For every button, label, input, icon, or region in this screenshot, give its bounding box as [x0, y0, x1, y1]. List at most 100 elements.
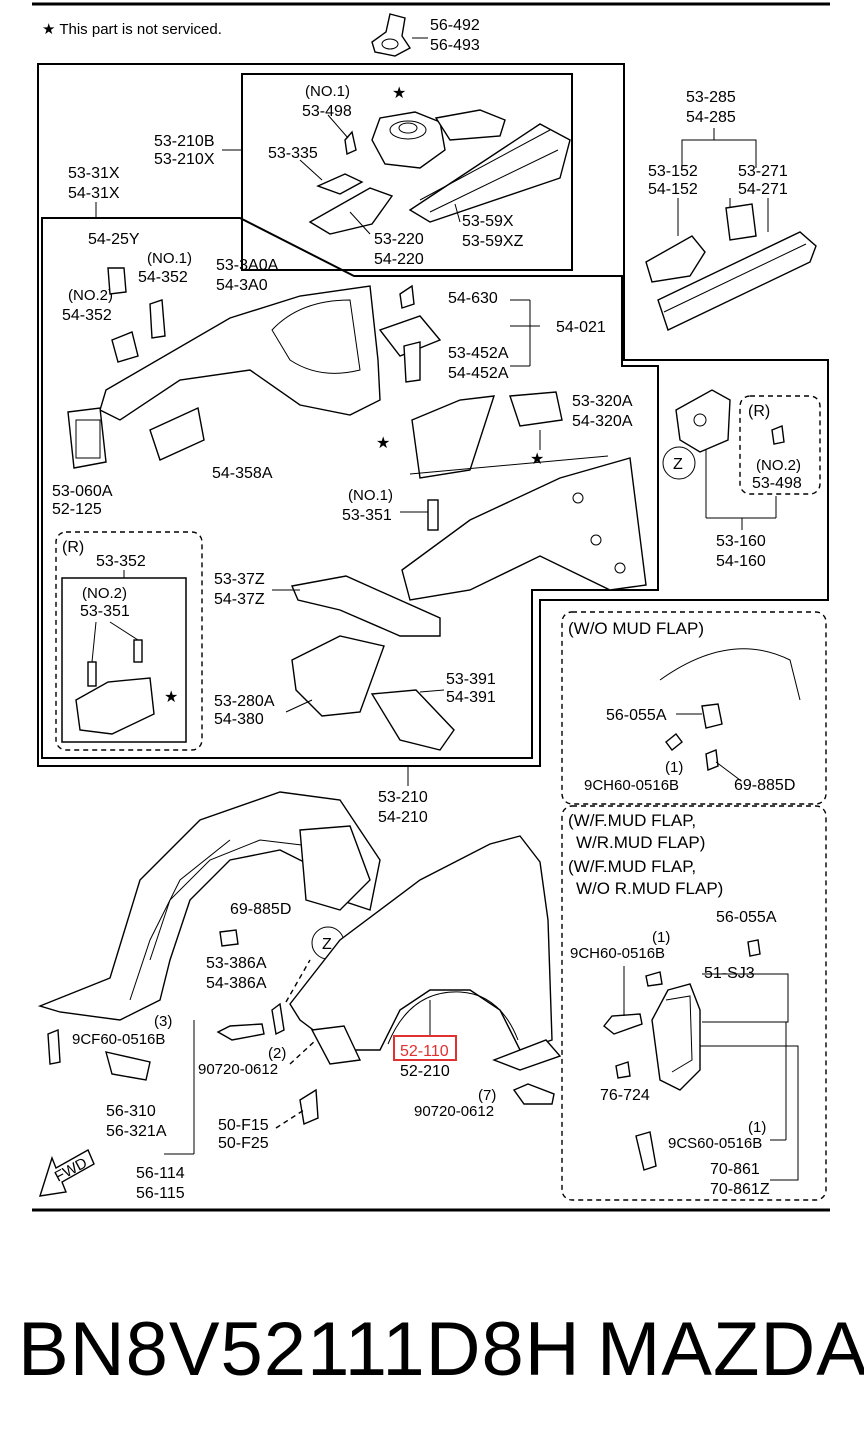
label-53-452a: 53-452A [448, 345, 509, 362]
label-50-f25: 50-F25 [218, 1135, 269, 1152]
label-54-380: 54-380 [214, 711, 264, 728]
label-54-021: 54-021 [556, 319, 606, 336]
label-53-498-b: 53-498 [752, 475, 802, 492]
label-wor-mud-2: W/O R.MUD FLAP) [576, 879, 723, 898]
strut-tower-drawing [299, 109, 571, 235]
label-z-a: Z [673, 456, 683, 473]
label-69-885d-b: 69-885D [230, 901, 291, 918]
r-bracket-drawing [75, 621, 155, 735]
label-53-210b: 53-210B [154, 133, 215, 150]
label-53-351-a: 53-351 [342, 507, 392, 524]
label-no1-c: (NO.1) [348, 487, 393, 504]
label-wf-mud-2: (W/F.MUD FLAP, [568, 857, 696, 876]
label-53-271: 53-271 [738, 163, 788, 180]
bracket-56-492-drawing [371, 13, 428, 57]
label-54-358a: 54-358A [212, 465, 273, 482]
highlight-52-110 [393, 1035, 457, 1061]
label-54-386a: 54-386A [206, 975, 267, 992]
label-wf-mud-1: (W/F.MUD FLAP, [568, 811, 696, 830]
hinge-drawing [675, 389, 777, 530]
hinge-clip-drawing [771, 425, 785, 445]
label-70-861: 70-861 [710, 1161, 760, 1178]
rail-drawing [645, 128, 817, 331]
label-53-160: 53-160 [716, 533, 766, 550]
label-r-a: (R) [62, 539, 84, 556]
label-54-630: 54-630 [448, 290, 498, 307]
label-54-285: 54-285 [686, 109, 736, 126]
part-number: BN8V52111D8H [18, 1307, 581, 1392]
label-53-152: 53-152 [648, 163, 698, 180]
label-54-3a0: 54-3A0 [216, 277, 268, 294]
label-76-724: 76-724 [600, 1087, 650, 1104]
label-56-114: 56-114 [136, 1165, 185, 1182]
label-one-a: (1) [665, 759, 683, 776]
label-9cs60: 9CS60-0516B [668, 1135, 762, 1152]
label-69-885d-a: 69-885D [734, 777, 795, 794]
label-54-391: 54-391 [446, 689, 496, 706]
label-54-352-b: 54-352 [62, 307, 112, 324]
fender-liner-drawing [37, 791, 381, 1155]
main-group-frame [37, 63, 829, 767]
label-53-285: 53-285 [686, 89, 736, 106]
wheel-apron-drawing [67, 267, 647, 601]
label-wr-mud-1: W/R.MUD FLAP) [576, 833, 705, 852]
footer: BN8V52111D8H MAZDA [0, 1300, 864, 1410]
right-side-box-hinge [739, 395, 821, 495]
label-54-37z: 54-37Z [214, 591, 265, 608]
label-53-320a: 53-320A [572, 393, 633, 410]
label-54-25y: 54-25Y [88, 231, 140, 248]
label-54-152: 54-152 [648, 181, 698, 198]
star-icon: ★ [392, 85, 406, 102]
apron-group-frame [41, 217, 659, 759]
label-wo-mud-flap: (W/O MUD FLAP) [568, 619, 704, 638]
wo-mud-flap-drawing [659, 648, 801, 781]
label-70-861z: 70-861Z [710, 1181, 770, 1198]
label-54-220: 54-220 [374, 251, 424, 268]
label-53-210x: 53-210X [154, 151, 215, 168]
label-54-452a: 54-452A [448, 365, 509, 382]
label-53-280a: 53-280A [214, 693, 275, 710]
lower-apron-drawing [272, 575, 455, 751]
label-52-210: 52-210 [400, 1063, 450, 1080]
parts-diagram: ★ This part is not serviced. 56-492 56-4… [32, 2, 830, 1212]
label-53-391: 53-391 [446, 671, 496, 688]
label-54-352-a: 54-352 [138, 269, 188, 286]
label-9cf60: 9CF60-0516B [72, 1031, 165, 1048]
label-54-31x: 54-31X [68, 185, 120, 202]
brand-name: MAZDA [597, 1307, 864, 1392]
label-56-055a-b: 56-055A [716, 909, 777, 926]
label-50-f15: 50-F15 [218, 1117, 269, 1134]
forward-arrow-icon [38, 1149, 95, 1197]
label-56-493: 56-493 [430, 37, 480, 54]
label-53-3a0a: 53-3A0A [216, 257, 279, 274]
label-no1-b: (NO.1) [147, 250, 192, 267]
callout-z-a [662, 446, 696, 480]
label-53-210: 53-210 [378, 789, 428, 806]
wo-mud-flap-box [561, 611, 827, 805]
label-seven: (7) [478, 1087, 496, 1104]
label-52-125: 52-125 [52, 501, 102, 518]
label-53-352: 53-352 [96, 553, 146, 570]
front-fender-drawing [216, 835, 562, 1129]
label-no1-a: (NO.1) [305, 83, 350, 100]
label-53-37z: 53-37Z [214, 571, 265, 588]
label-56-115: 56-115 [136, 1185, 185, 1202]
label-53-31x: 53-31X [68, 165, 120, 182]
label-54-210: 54-210 [378, 809, 428, 826]
label-53-59xz: 53-59XZ [462, 233, 524, 250]
label-three: (3) [154, 1013, 172, 1030]
label-56-310: 56-310 [106, 1103, 156, 1120]
label-53-386a: 53-386A [206, 955, 267, 972]
label-r-b: (R) [748, 403, 770, 420]
label-53-060a: 53-060A [52, 483, 113, 500]
label-z-b: Z [322, 936, 332, 953]
star-icon: ★ [164, 689, 178, 706]
strut-tower-frame [241, 73, 573, 271]
label-one-c: (1) [748, 1119, 766, 1136]
label-90720-b: 90720-0612 [414, 1103, 494, 1120]
label-9ch60-b: 9CH60-0516B [570, 945, 665, 962]
label-54-160: 54-160 [716, 553, 766, 570]
label-53-351-b: 53-351 [80, 603, 130, 620]
label-one-b: (1) [652, 929, 670, 946]
label-no2-c: (NO.2) [756, 457, 801, 474]
